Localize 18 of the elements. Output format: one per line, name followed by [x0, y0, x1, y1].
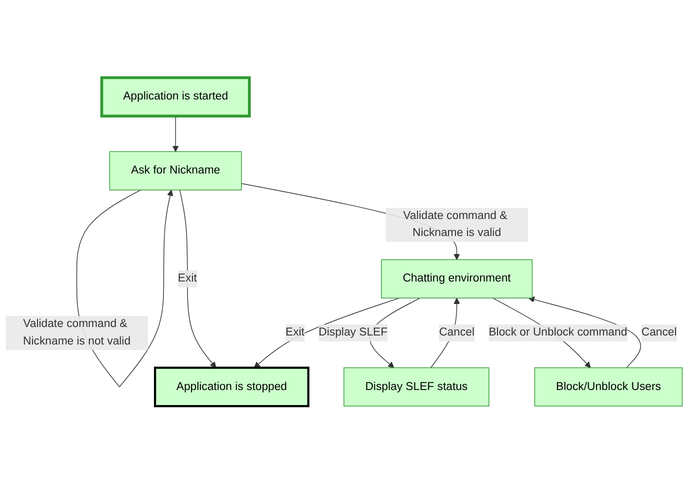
edge-label: Exit	[178, 272, 197, 285]
arrow	[254, 298, 400, 368]
arrow	[172, 116, 179, 152]
arrow	[179, 190, 216, 368]
node-box: Ask for Nickname	[109, 151, 242, 190]
arrow	[528, 296, 641, 368]
node-box: Application is stopped	[154, 366, 310, 408]
edge-label: Validate command & Nickname is valid	[403, 210, 508, 240]
edge-label: Block or Unblock command	[488, 326, 628, 339]
edge-label: Display SLEF	[318, 326, 388, 339]
node-box: Application is started	[100, 76, 251, 118]
node-box: Chatting environment	[381, 259, 533, 299]
node-box: Display SLEF status	[344, 367, 490, 407]
edge-label: Exit	[285, 326, 304, 339]
node-box: Block/Unblock Users	[534, 367, 683, 407]
edge-label: Cancel	[641, 326, 677, 339]
edge-label: Cancel	[439, 326, 474, 339]
edge-label: Validate command & Nickname is not valid	[23, 318, 131, 348]
